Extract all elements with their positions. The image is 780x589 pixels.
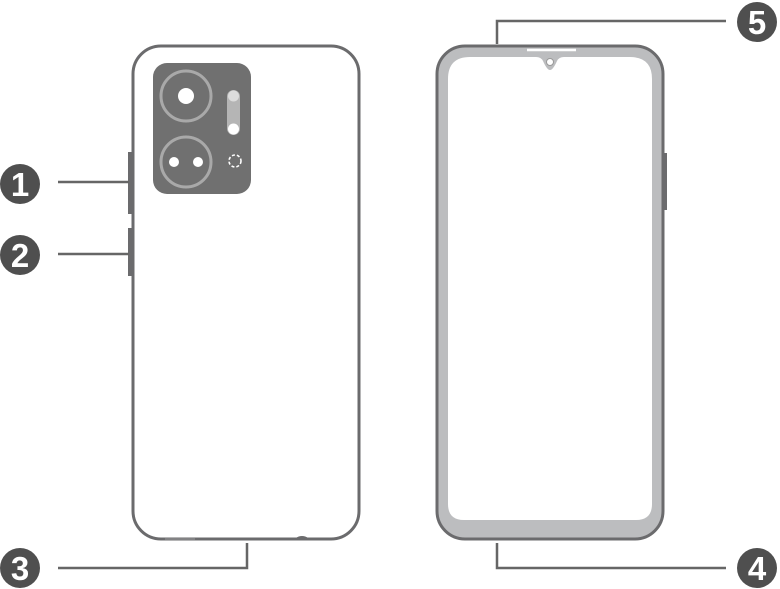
main-camera-icon [159,69,213,123]
power-key [128,228,133,276]
callout-3: 3 [0,548,40,588]
screen [448,57,652,520]
phone-front-view [435,44,667,541]
callout-2: 2 [0,235,40,275]
secondary-camera-icon [159,135,213,189]
volume-key [128,152,133,214]
phone-back-view [128,44,361,541]
callout-1: 1 [0,164,40,204]
side-button [663,153,667,210]
leader-lines [58,19,726,570]
bottom-port [295,536,309,540]
callout-5: 5 [737,2,777,42]
flash-strip-icon [227,90,240,135]
front-camera-icon [546,58,554,66]
callout-4: 4 [737,548,777,588]
camera-module [153,63,251,194]
sensor-icon [228,154,242,168]
